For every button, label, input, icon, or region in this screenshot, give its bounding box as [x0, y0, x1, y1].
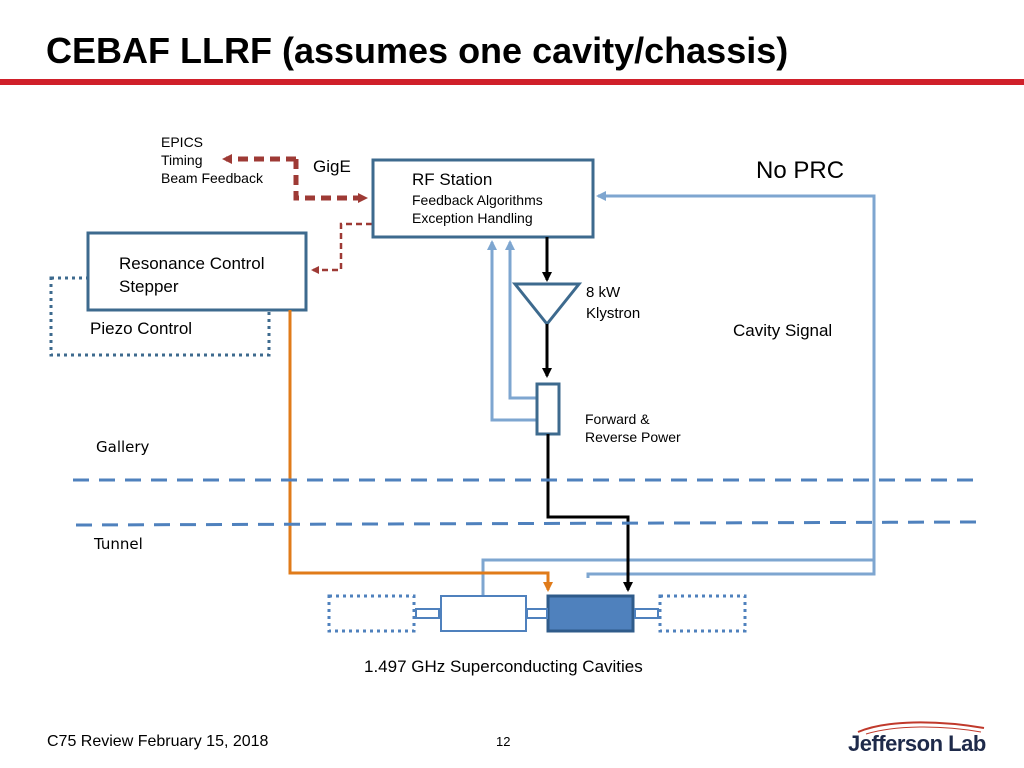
gallery-label: Gallery	[96, 438, 150, 456]
stepper-line	[288, 310, 553, 592]
klystron-triangle	[511, 282, 583, 327]
timing-label: Timing	[161, 152, 203, 168]
klystron-label: Klystron	[586, 305, 641, 322]
beampipe-3	[634, 608, 659, 619]
waveguide-line	[546, 434, 633, 592]
piezo-control-label: Piezo Control	[90, 319, 193, 338]
directional-coupler	[535, 382, 561, 436]
resonance-control-box	[86, 231, 308, 312]
rf-station-line1: Feedback Algorithms	[412, 192, 543, 208]
beampipe-2	[526, 608, 548, 619]
title-rule	[0, 79, 1024, 85]
rf-station-title: RF Station	[412, 170, 493, 189]
cavity-3-active	[546, 594, 635, 633]
slide-title: CEBAF LLRF (assumes one cavity/chassis)	[46, 30, 789, 71]
gige-label: GigE	[313, 157, 351, 176]
klystron-power-label: 8 kW	[586, 284, 621, 301]
logo-swoosh-icon	[857, 721, 985, 735]
footer-text: C75 Review February 15, 2018	[47, 733, 269, 750]
tunnel-boundary	[75, 520, 979, 527]
cavity-4	[658, 594, 747, 633]
resonance-control-label: Resonance Control	[119, 254, 265, 273]
cavities-caption: 1.497 GHz Superconducting Cavities	[364, 657, 643, 676]
forward-power-line	[487, 240, 538, 422]
beampipe-1	[415, 608, 440, 619]
cavity-probe-line	[481, 558, 874, 596]
cavity-signal-label: Cavity Signal	[733, 321, 833, 340]
no-prc-label: No PRC	[756, 157, 845, 184]
rf-station-box	[371, 158, 595, 239]
tunnel-label: Tunnel	[94, 535, 143, 553]
cavity-signal-line	[586, 191, 876, 578]
cavity-2	[440, 595, 527, 632]
forward-reverse-label-1: Forward &	[585, 411, 650, 427]
rf-station-line2: Exception Handling	[412, 210, 533, 226]
rf-to-resonance-link	[311, 222, 372, 274]
stepper-label: Stepper	[119, 277, 179, 296]
jefferson-lab-logo: Jefferson Lab	[846, 720, 991, 762]
page-number: 12	[496, 734, 511, 749]
epics-label: EPICS	[161, 134, 204, 150]
logo-text: Jefferson Lab	[848, 731, 986, 756]
gige-link	[222, 154, 368, 203]
forward-reverse-label-2: Reverse Power	[585, 429, 681, 445]
cavity-1	[327, 594, 416, 633]
reverse-power-line	[505, 240, 538, 400]
beam-feedback-label: Beam Feedback	[161, 170, 263, 186]
